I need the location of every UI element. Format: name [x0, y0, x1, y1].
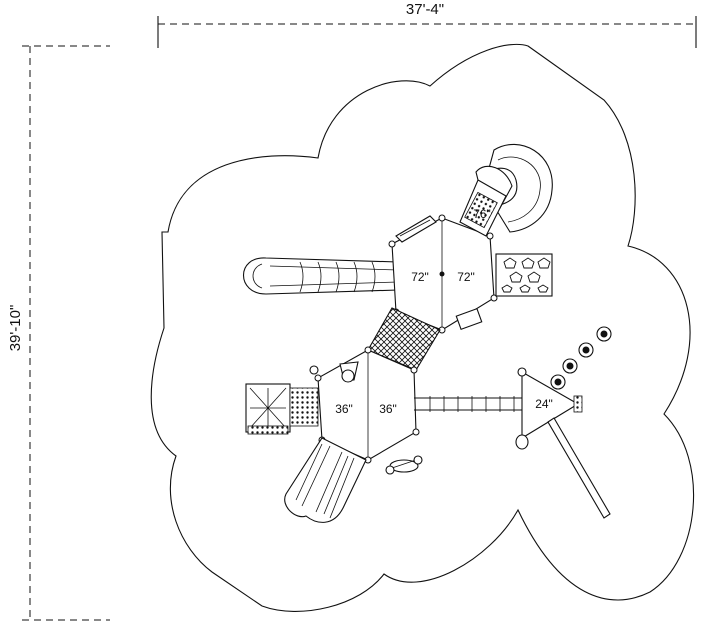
spring-rider — [385, 455, 423, 475]
lower-deck-right-height: 36" — [379, 402, 397, 416]
safety-zone-outline — [150, 43, 694, 612]
width-dimension: 37'-4" — [157, 1, 697, 48]
ladder-steps: 76" — [459, 179, 507, 237]
tube-slide-left — [242, 257, 399, 295]
upper-deck-left-height: 72" — [411, 270, 429, 284]
stepping-stones — [550, 326, 612, 390]
upper-deck-right-height: 72" — [457, 270, 475, 284]
overhead-ladder — [414, 396, 522, 412]
height-label: 39'-10" — [7, 305, 24, 352]
small-deck-height: 76" — [473, 207, 491, 221]
width-label: 37'-4" — [406, 1, 444, 18]
step-platform — [245, 383, 319, 435]
height-dimension: 39'-10" — [7, 45, 110, 621]
balance-beam — [547, 417, 611, 519]
lower-deck-left-height: 36" — [335, 402, 353, 416]
climbing-wall — [495, 253, 553, 297]
swing-frame-height: 24" — [535, 397, 553, 411]
double-slide — [284, 437, 367, 523]
swing-frame: 24" — [515, 367, 583, 450]
lower-deck: 36" 36" — [309, 346, 420, 464]
